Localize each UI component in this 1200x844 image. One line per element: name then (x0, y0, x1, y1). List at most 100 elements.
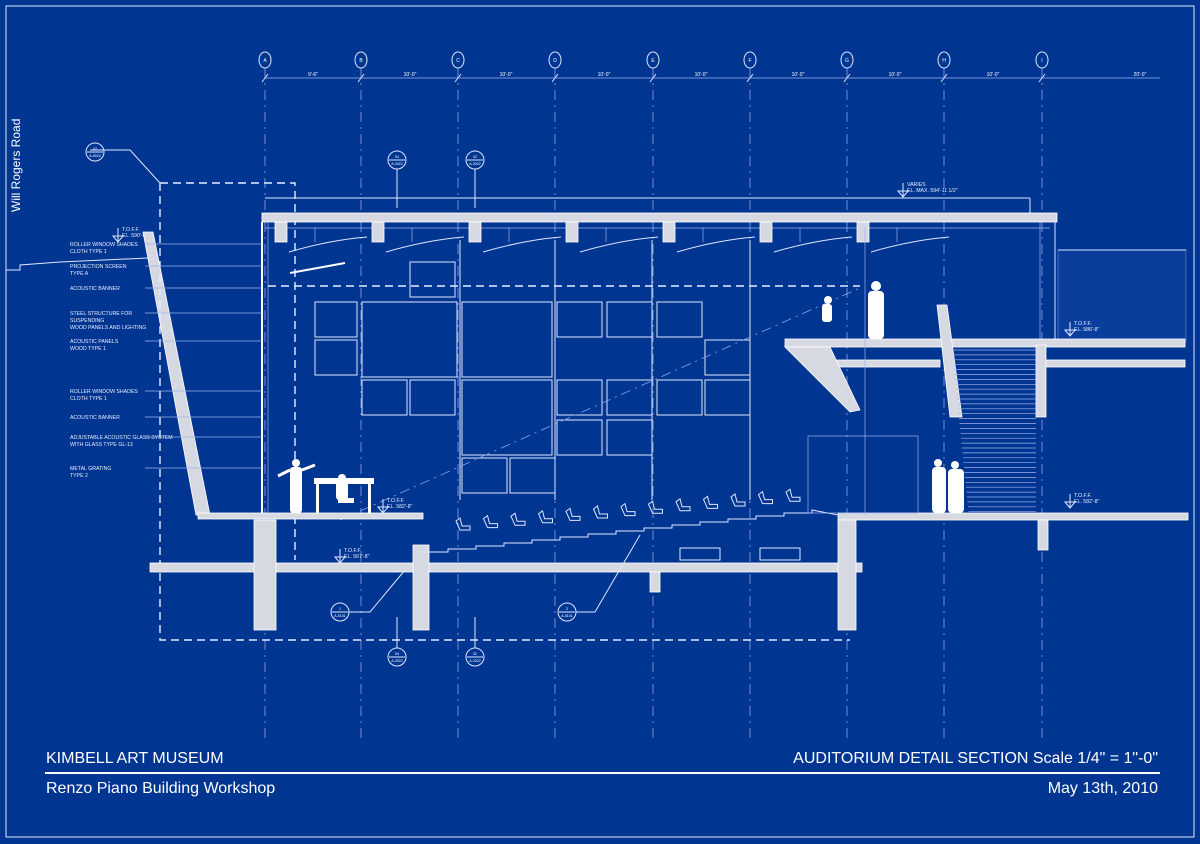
beam (565, 221, 579, 243)
acoustic-panel (314, 339, 358, 376)
seating-steps (420, 509, 839, 553)
projection-screen (289, 262, 346, 274)
marker-sheet: A-3022 (469, 162, 481, 166)
upper-slab (1044, 359, 1186, 368)
roof-slab (261, 212, 1058, 223)
section-marker: 04A-3022 (387, 617, 407, 667)
sheet-border (5, 5, 1195, 838)
acoustic-panel (606, 379, 653, 416)
grid-bubble (354, 51, 368, 69)
seat (565, 507, 581, 521)
elevation-value: EL. 582'-8" (387, 504, 412, 510)
beam (759, 221, 773, 243)
acoustic-panel (556, 419, 603, 456)
grid-bubble (937, 51, 951, 69)
grid-label: I (1041, 58, 1042, 64)
elevation-value: EL. 590'-0" (122, 233, 147, 239)
annotation-text: TYPE A (70, 271, 89, 277)
duct (679, 547, 721, 561)
marker-number: 02 (473, 652, 477, 656)
seat (675, 497, 691, 512)
elevation-value: EL. 582'-8" (1074, 499, 1099, 505)
acoustic-panel (606, 419, 653, 456)
grid-label: E (651, 58, 655, 64)
marker-number: 1 (339, 607, 341, 611)
acoustic-panel (556, 301, 603, 338)
skylight-louver (773, 236, 853, 253)
dimension-label: 10'-0" (598, 72, 611, 78)
grid-label: A (263, 58, 267, 64)
ground-line (6, 257, 149, 271)
elevation-label: T.O.F.F. (1074, 321, 1092, 327)
seat (620, 502, 636, 517)
acoustic-panel (704, 339, 751, 376)
stair (952, 349, 1036, 513)
marker-sheet: A-5101 (334, 614, 346, 618)
marker-number: 02 (473, 155, 477, 159)
dimension-label: 10'-0" (500, 72, 513, 78)
sheet-title: AUDITORIUM DETAIL SECTION Scale 1/4" = 1… (793, 750, 1158, 767)
seat (455, 517, 471, 531)
dimension-label: 10'-0" (404, 72, 417, 78)
balcony-bracket (784, 346, 861, 413)
acoustic-panel (361, 379, 408, 416)
seat (537, 509, 553, 524)
marker-sheet: A-3022 (469, 659, 481, 663)
annotation-text: TYPE 2 (70, 473, 88, 479)
marker-number: 04 (395, 652, 399, 656)
skylight-louver (482, 236, 562, 253)
foundation-column (253, 519, 277, 631)
skylight-louver (385, 236, 465, 253)
elevation-label: T.O.F.F. (122, 227, 140, 233)
balcony-slab (784, 338, 1186, 348)
elevation-marker: T.O.F.F.EL. 582'-8" (1063, 493, 1099, 509)
acoustic-panel (409, 261, 456, 298)
elevation-marker: T.O.F.F.EL. 567'-8" (333, 548, 369, 564)
section-marker: 04A-3022 (387, 150, 407, 208)
annotation-text: WOOD TYPE 1 (70, 346, 106, 352)
lower-slab (149, 562, 863, 573)
door-frame (807, 435, 919, 514)
auditorium-seats (455, 488, 801, 531)
annotation-text: CLOTH TYPE 1 (70, 249, 107, 255)
seat (730, 493, 746, 507)
grid-label: D (553, 58, 557, 64)
annotation-text: STEEL STRUCTURE FOR (70, 311, 132, 317)
acoustic-panels (314, 240, 751, 500)
annotation-text: ACOUSTIC BANNER (70, 415, 120, 421)
acoustic-panel (656, 301, 703, 338)
dimension-label: 20'-0" (1134, 72, 1147, 78)
section-marker: 2A-5101 (557, 602, 577, 622)
seat (785, 488, 801, 502)
lobby-floor (837, 512, 1189, 521)
foundation-column (649, 571, 661, 593)
dimension-label: 10'-0" (987, 72, 1000, 78)
elevation-label: VARIES (907, 182, 926, 188)
seat (647, 500, 663, 514)
elevation-label: T.O.F.F. (387, 498, 405, 504)
skylight-beams (274, 221, 950, 253)
annotation-text: WOOD PANELS AND LIGHTING (70, 325, 146, 331)
dimension-label: 10'-0" (695, 72, 708, 78)
dimension-label: 9'-6" (308, 72, 318, 78)
annotation-text: WITH GLASS TYPE GL-13 (70, 442, 133, 448)
beam (662, 221, 676, 243)
section-marker: 02A-5022 (85, 142, 105, 162)
marker-number: 04 (395, 155, 399, 159)
skylight-louver (579, 236, 659, 253)
grid-bubble (548, 51, 562, 69)
section-marker: 02A-3022 (465, 150, 485, 208)
grid-bubble (1035, 51, 1049, 69)
beam (371, 221, 385, 243)
annotation-text: ACOUSTIC PANELS (70, 339, 119, 345)
acoustic-panel (509, 457, 556, 494)
stair-stringer (936, 304, 963, 418)
marker-sheet: A-5101 (561, 614, 573, 618)
marker-number: 02 (93, 147, 97, 151)
marker-sheet: A-5022 (89, 154, 101, 158)
elevation-marker: T.O.F.F.EL. 590'-0" (111, 227, 147, 243)
